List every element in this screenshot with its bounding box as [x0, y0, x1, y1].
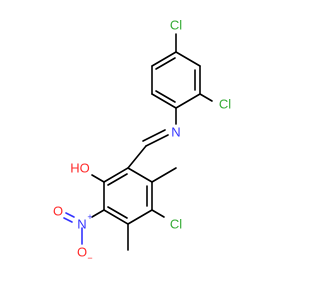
nitro-oxygen-label: O: [53, 204, 63, 219]
bond: [151, 93, 177, 109]
bond: [127, 145, 147, 169]
dichlorophenyl-ring: [151, 33, 213, 125]
bond: [199, 93, 213, 102]
chlorine-atom-label: Cl: [170, 18, 182, 33]
negative-charge-label: −: [87, 253, 92, 263]
molecule-diagram: Cl Cl N HO Cl N + O O −: [52, 17, 232, 264]
bond: [155, 90, 176, 103]
bond: [91, 209, 105, 218]
phenol-ring: [91, 167, 177, 251]
nitro-group: [63, 212, 83, 245]
nitro-nitrogen-label: N: [77, 217, 86, 232]
bond: [151, 167, 177, 183]
structure-svg: Cl Cl N HO Cl N + O O −: [53, 18, 231, 264]
nitro-oxygen-label: O: [77, 245, 87, 260]
bond: [107, 173, 128, 186]
imine-linkage: [127, 129, 169, 169]
nitrogen-atom-label: N: [171, 125, 180, 140]
bond: [103, 167, 129, 183]
hydroxyl-label: HO: [70, 161, 90, 176]
bond: [103, 209, 129, 225]
bond: [142, 129, 166, 142]
chlorine-atom-label: Cl: [219, 97, 231, 112]
bond: [151, 209, 165, 218]
bond: [91, 174, 105, 183]
bond: [127, 209, 153, 225]
bond: [151, 51, 177, 67]
bond: [175, 93, 201, 109]
bond: [175, 51, 201, 67]
bond: [155, 57, 176, 70]
chlorine-atom-label: Cl: [170, 217, 182, 232]
bond: [127, 167, 153, 183]
bond: [107, 206, 128, 219]
positive-charge-label: +: [87, 212, 92, 222]
bond: [63, 217, 73, 223]
bond: [145, 134, 169, 147]
bond: [65, 212, 75, 218]
